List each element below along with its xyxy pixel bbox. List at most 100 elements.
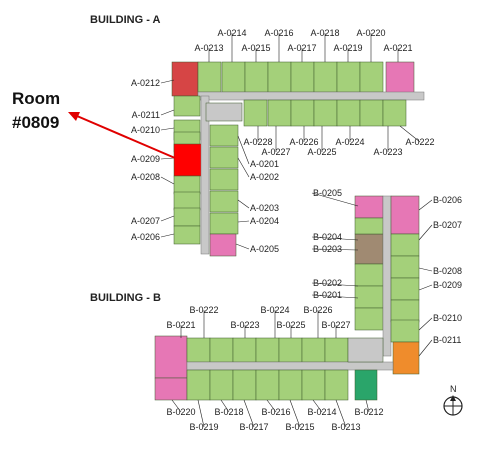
compass-label: N (450, 384, 457, 394)
unit-label-a-0204: A-0204 (250, 216, 279, 226)
leader-line (312, 399, 323, 413)
unit-label-a-0215: A-0215 (241, 43, 270, 53)
unit-b-top-6 (324, 337, 349, 363)
leader-line (237, 220, 250, 223)
unit-b-bottom-1 (209, 369, 234, 401)
unit-label-b-0210: B-0210 (433, 313, 462, 323)
unit-b-bottom-2 (232, 369, 257, 401)
leader-line (311, 192, 359, 207)
leader-line (335, 399, 347, 428)
unit-a-rightcol-2 (209, 168, 239, 191)
leader-line (160, 109, 175, 116)
leader-line (289, 399, 301, 428)
unit-label-b-0216: B-0216 (261, 407, 290, 417)
unit-a-top-2 (244, 61, 269, 93)
north-compass-icon: N (443, 384, 463, 416)
unit-b-bottom-5 (301, 369, 326, 401)
unit-label-b-0208: B-0208 (433, 266, 462, 276)
stair-a (205, 102, 243, 122)
leader-line (311, 294, 359, 299)
unit-label-b-0212: B-0212 (354, 407, 383, 417)
stair-b (347, 337, 384, 363)
unit-a-inner-1 (267, 99, 292, 127)
unit-label-b-0203: B-0203 (313, 244, 342, 254)
unit-label-b-0211: B-0211 (433, 335, 461, 345)
leader-line (418, 284, 433, 291)
unit-label-a-0228: A-0228 (243, 137, 272, 147)
leader-line (160, 127, 175, 131)
corridor-b-horizontal (186, 361, 394, 371)
unit-label-a-0223: A-0223 (373, 147, 402, 157)
unit-label-b-0226: B-0226 (303, 305, 332, 315)
unit-a-left-low-3 (173, 225, 201, 245)
unit-a-top-1 (221, 61, 246, 93)
leader-line (237, 157, 250, 178)
unit-b-top-2 (232, 337, 257, 363)
unit-label-a-0227: A-0227 (261, 147, 290, 157)
unit-b-top-5 (301, 337, 326, 363)
room-annotation-line2: #0809 (12, 113, 59, 132)
annotation-arrow-line (69, 112, 176, 159)
unit-b-right-1 (390, 255, 420, 279)
unit-label-b-0202: B-0202 (313, 278, 342, 288)
leader-line (160, 215, 175, 222)
unit-b-top-1 (209, 337, 234, 363)
unit-a-0221 (385, 61, 415, 95)
leader-line (311, 236, 359, 241)
unit-b-0212 (354, 369, 378, 401)
unit-label-a-0219: A-0219 (333, 43, 362, 53)
unit-b-right-0 (390, 233, 420, 257)
unit-label-a-0218: A-0218 (310, 28, 339, 38)
unit-label-b-0214: B-0214 (307, 407, 336, 417)
unit-b-right-2 (390, 277, 420, 301)
leader-line (243, 399, 255, 428)
unit-a-top-6 (336, 61, 361, 93)
unit-label-b-0225: B-0225 (276, 320, 305, 330)
unit-a-left-0 (173, 95, 201, 117)
unit-label-a-0220: A-0220 (356, 28, 385, 38)
unit-label-a-0209: A-0209 (131, 154, 160, 164)
unit-label-b-0209: B-0209 (433, 280, 462, 290)
unit-label-b-0206: B-0206 (433, 195, 462, 205)
unit-label-a-0206: A-0206 (131, 232, 160, 242)
unit-a-inner-3 (313, 99, 338, 127)
unit-label-a-0214: A-0214 (217, 28, 246, 38)
unit-label-b-0223: B-0223 (230, 320, 259, 330)
unit-b-bottom-4 (278, 369, 303, 401)
unit-b-0205 (354, 195, 384, 219)
leader-line (418, 317, 433, 331)
leader-line (235, 243, 250, 250)
leader-line (418, 224, 433, 241)
unit-a-inner-0 (243, 99, 268, 127)
unit-label-a-0226: A-0226 (289, 137, 318, 147)
unit-label-a-0212: A-0212 (131, 78, 160, 88)
unit-a-rightcol-4 (209, 212, 239, 235)
leader-line (399, 125, 421, 143)
unit-b-bottom-0 (186, 369, 211, 401)
unit-a-rightcol-1 (209, 146, 239, 169)
unit-label-b-0219: B-0219 (189, 422, 218, 432)
unit-b-right-3 (390, 299, 420, 323)
unit-b-0220 (154, 377, 188, 401)
unit-label-b-0201: B-0201 (313, 290, 342, 300)
unit-a-rightcol-0 (209, 124, 239, 147)
unit-label-a-0224: A-0224 (335, 137, 364, 147)
unit-b-right-4 (390, 319, 420, 343)
unit-label-a-0222: A-0222 (405, 137, 434, 147)
leader-line (237, 199, 250, 209)
unit-b-top-4 (278, 337, 303, 363)
leader-line (160, 79, 175, 84)
unit-label-a-0211: A-0211 (132, 110, 160, 120)
unit-b-tower-mid (354, 217, 384, 235)
unit-a-inner-5 (359, 99, 384, 127)
unit-label-b-0218: B-0218 (214, 407, 243, 417)
leader-line (160, 157, 175, 160)
leader-line (160, 176, 175, 185)
unit-label-a-0205: A-0205 (250, 244, 279, 254)
unit-a-left-low-1 (173, 191, 201, 211)
unit-label-b-0204: B-0204 (313, 232, 342, 242)
leader-line (220, 399, 230, 413)
unit-a-inner-4 (336, 99, 361, 127)
